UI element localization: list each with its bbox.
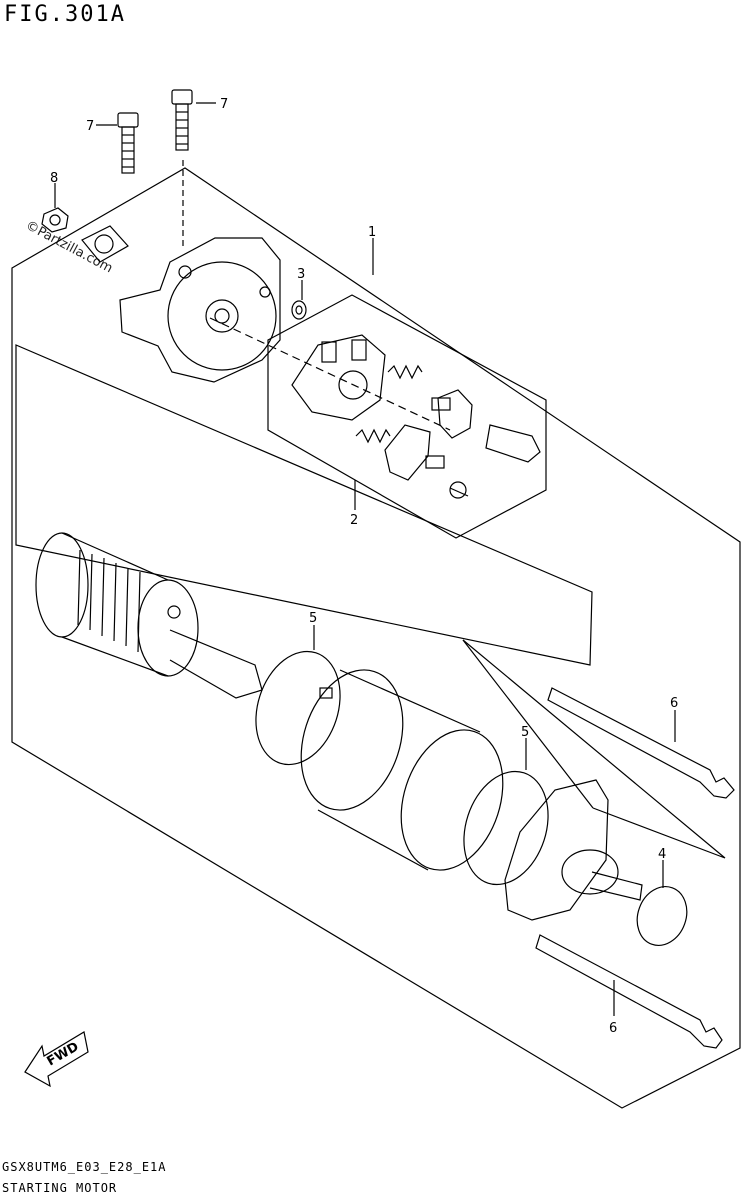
- figure-title: FIG.301A: [4, 2, 126, 27]
- fwd-arrow-icon: [24, 1031, 89, 1088]
- small-screw-icon[interactable]: [449, 481, 469, 499]
- spring-icon[interactable]: [355, 428, 391, 444]
- washer-icon[interactable]: [291, 300, 307, 320]
- bolt-icon[interactable]: [117, 112, 139, 174]
- brush-holder-icon[interactable]: [291, 334, 386, 421]
- assembly-box-1: [11, 167, 741, 1109]
- terminal-brush-icon[interactable]: [431, 389, 473, 439]
- callout-6a[interactable]: 6: [670, 696, 678, 711]
- callout-1[interactable]: 1: [368, 225, 376, 240]
- callout-5b[interactable]: 5: [521, 725, 529, 740]
- yoke-icon[interactable]: [284, 657, 520, 884]
- callout-7a[interactable]: 7: [220, 97, 228, 112]
- bushing-icon[interactable]: [81, 225, 129, 263]
- callout-8[interactable]: 8: [50, 171, 58, 186]
- end-cover-icon[interactable]: [119, 237, 281, 383]
- bolt-guide-line: [462, 639, 594, 809]
- o-ring-icon[interactable]: [629, 880, 695, 953]
- callout-3[interactable]: 3: [297, 267, 305, 282]
- bolt-icon[interactable]: [171, 89, 193, 151]
- nut-icon[interactable]: [41, 207, 69, 233]
- o-ring-icon[interactable]: [242, 640, 354, 775]
- model-code: GSX8UTM6_E03_E28_E1A: [2, 1160, 167, 1174]
- through-bolt-icon[interactable]: [535, 934, 723, 1049]
- armature-icon[interactable]: [35, 532, 263, 699]
- callout-7b[interactable]: 7: [86, 119, 94, 134]
- callout-2[interactable]: 2: [350, 513, 358, 528]
- inner-box-left: [15, 344, 593, 666]
- callout-4[interactable]: 4: [658, 847, 666, 862]
- callout-6b[interactable]: 6: [609, 1021, 617, 1036]
- brush-plate-icon[interactable]: [384, 424, 445, 481]
- callout-5a[interactable]: 5: [309, 611, 317, 626]
- bolt-guide-triangle: [462, 639, 726, 859]
- o-ring-icon[interactable]: [450, 760, 562, 895]
- alignment-line-shaft: [209, 317, 451, 431]
- through-bolt-icon[interactable]: [547, 687, 735, 799]
- figure-name: STARTING MOTOR: [2, 1181, 118, 1195]
- spring-icon[interactable]: [387, 364, 423, 380]
- subassembly-box-2: [267, 294, 547, 539]
- terminal-bolt-icon[interactable]: [485, 424, 541, 463]
- front-cover-icon[interactable]: [504, 779, 643, 921]
